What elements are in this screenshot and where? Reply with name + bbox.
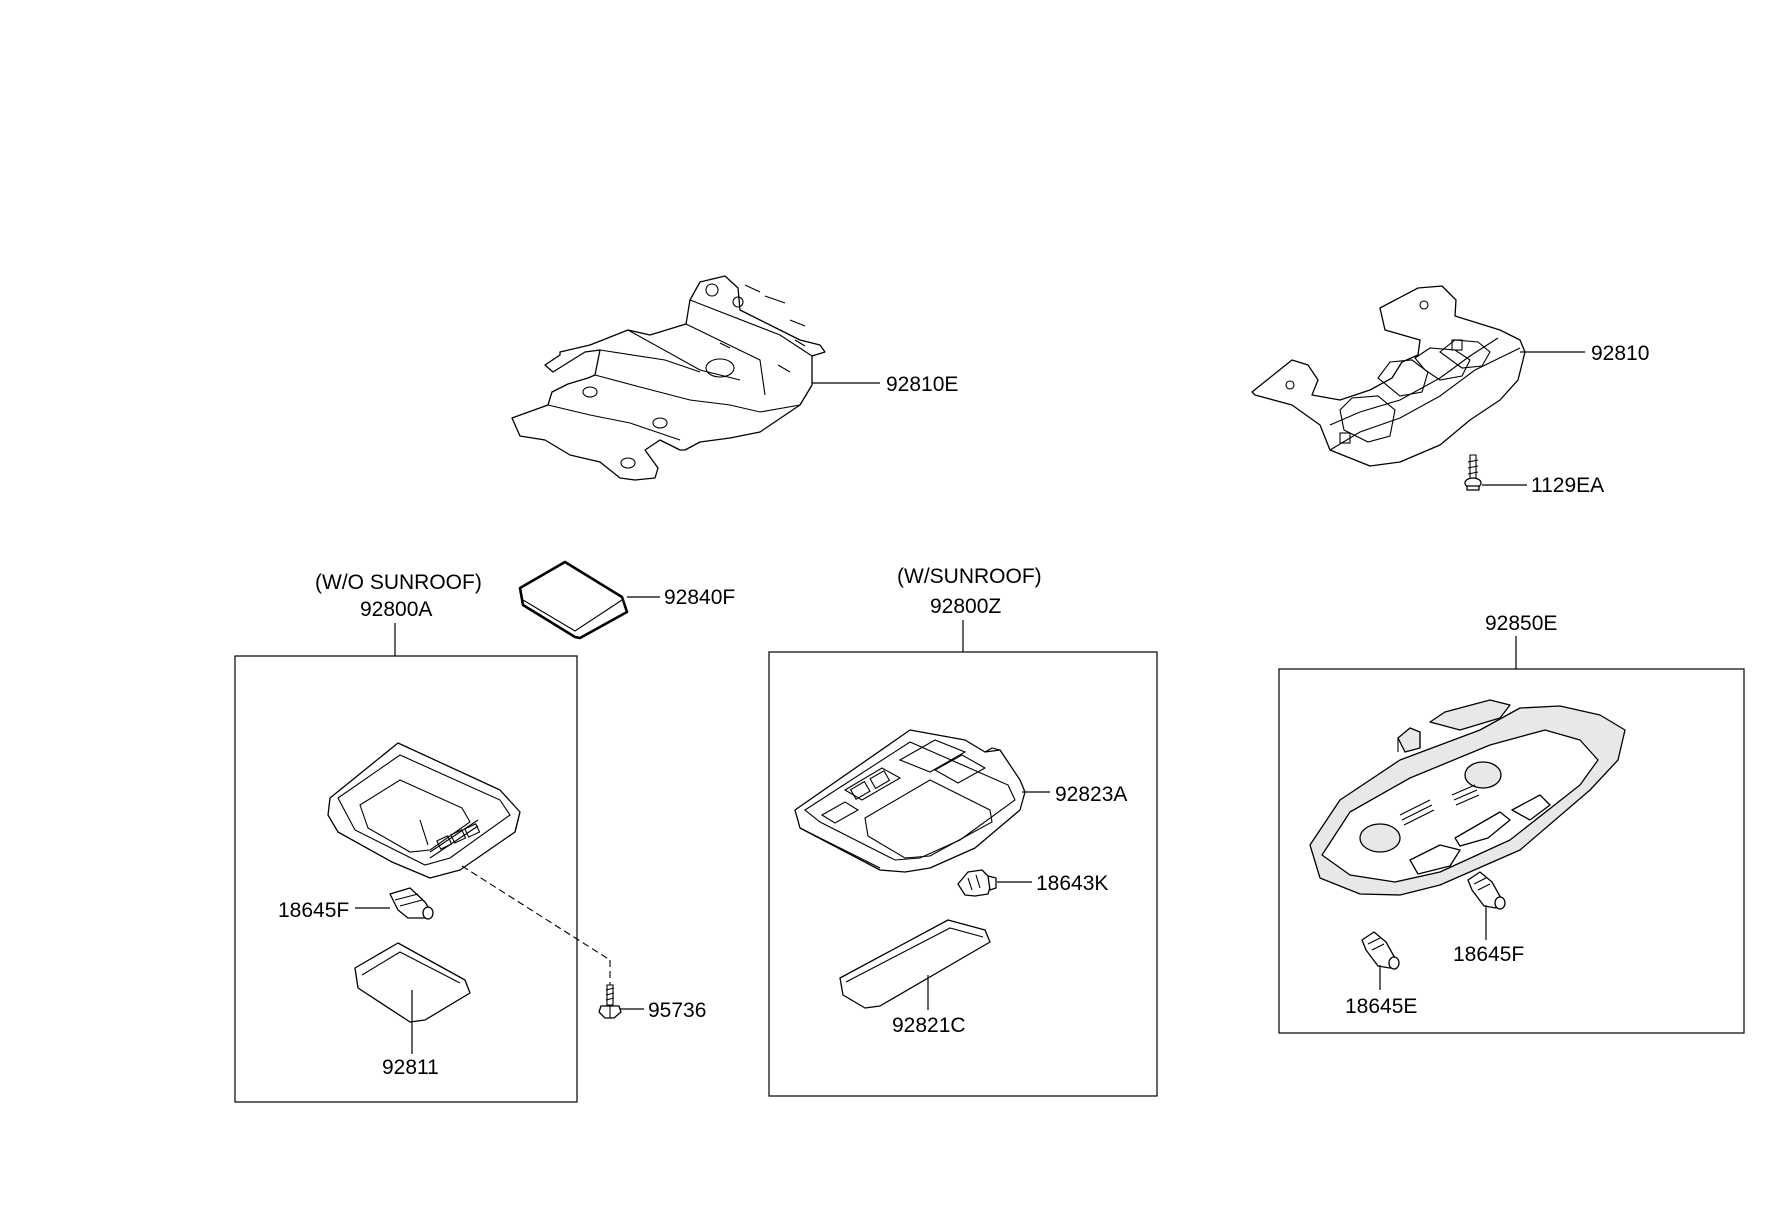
label-1129ea: 1129EA <box>1531 474 1604 497</box>
label-w-sunroof: (W/SUNROOF) <box>897 565 1042 588</box>
screw-1129ea <box>1464 454 1482 491</box>
label-18645f-right: 18645F <box>1453 943 1524 966</box>
label-92810: 92810 <box>1591 342 1649 365</box>
console-92850e <box>1309 699 1626 896</box>
bulb-18645f-right <box>1467 871 1506 910</box>
lamp-92800a <box>327 742 521 879</box>
lamp-92823a <box>794 729 1026 873</box>
label-18645e: 18645E <box>1345 995 1417 1018</box>
bracket-92810e <box>511 275 826 481</box>
label-92800z: 92800Z <box>930 595 1001 618</box>
lens-92821c <box>839 919 991 1009</box>
frame-92850e <box>1278 668 1745 1034</box>
bulb-18645f-left <box>389 887 434 920</box>
label-92811: 92811 <box>382 1056 439 1079</box>
label-92810e: 92810E <box>886 373 958 396</box>
bulb-18645e <box>1361 931 1400 970</box>
lens-92811 <box>354 942 471 1023</box>
bracket-92810 <box>1251 285 1526 467</box>
bulb-18643k <box>957 869 997 897</box>
label-92800a: 92800A <box>360 598 432 621</box>
screw-95736 <box>598 984 622 1019</box>
label-18643k: 18643K <box>1036 872 1108 895</box>
label-95736: 95736 <box>648 999 706 1022</box>
label-92840f: 92840F <box>664 586 735 609</box>
label-92821c: 92821C <box>892 1014 966 1037</box>
frame-92800z <box>768 651 1158 1097</box>
pad-92840f <box>518 560 629 640</box>
label-92850e: 92850E <box>1485 612 1557 635</box>
frame-92800a <box>234 655 578 1103</box>
label-wo-sunroof: (W/O SUNROOF) <box>315 571 482 594</box>
label-18645f-left: 18645F <box>278 899 349 922</box>
label-92823a: 92823A <box>1055 783 1127 806</box>
